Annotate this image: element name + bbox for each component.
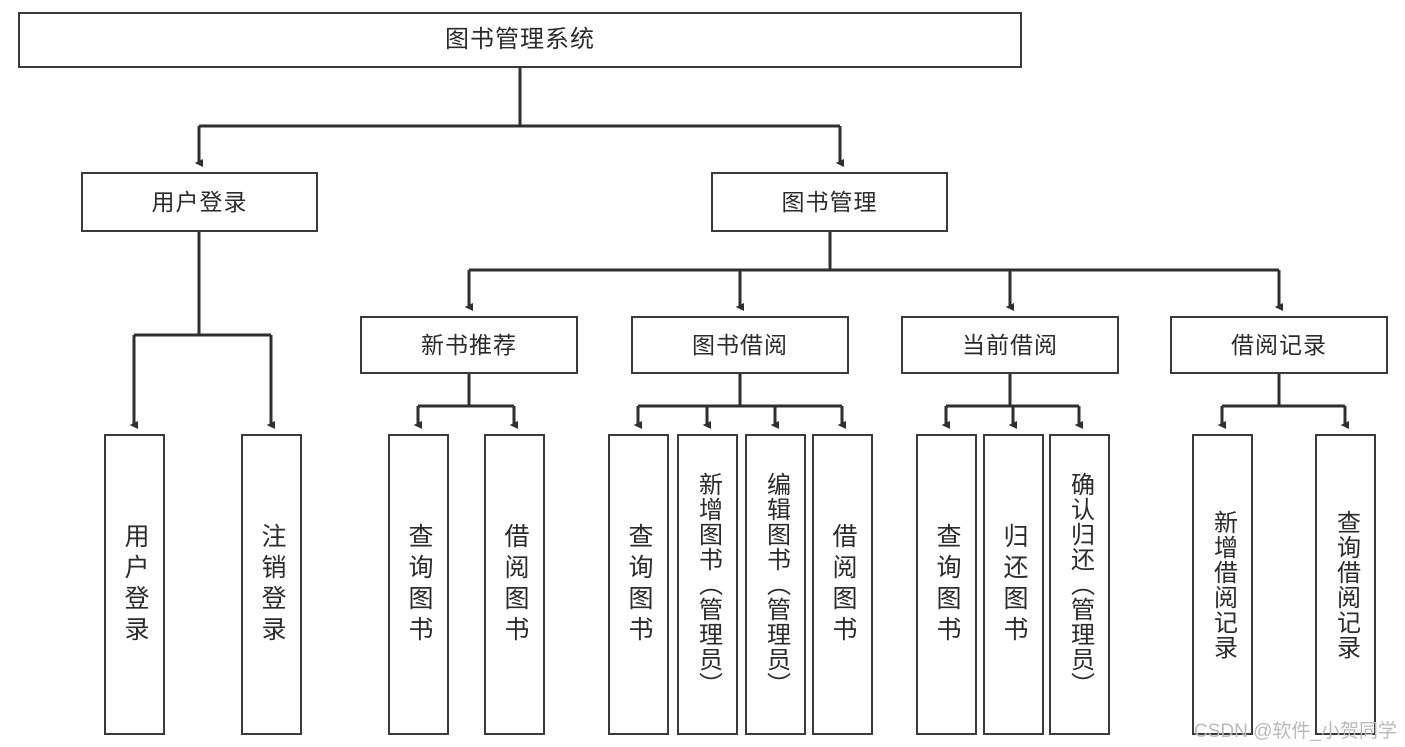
leaf-recommend-query-book[interactable]: 查询图书 [388, 434, 449, 735]
node-new-book-recommend[interactable]: 新书推荐 [360, 316, 578, 374]
node-label: 查询图书 [933, 522, 961, 647]
node-label: 图书借阅 [692, 331, 788, 358]
node-label: 查询图书 [405, 522, 433, 647]
node-label: 用户登录 [121, 522, 149, 647]
leaf-user-login-login[interactable]: 用户登录 [104, 434, 165, 735]
node-label: 当前借阅 [962, 331, 1058, 358]
node-label: 图书管理 [781, 188, 878, 215]
node-borrow-record[interactable]: 借阅记录 [1170, 316, 1388, 374]
node-label: 归还图书 [1000, 522, 1028, 647]
leaf-user-login-logout[interactable]: 注销登录 [241, 434, 302, 735]
node-current-borrow[interactable]: 当前借阅 [901, 316, 1119, 374]
node-book-management[interactable]: 图书管理 [711, 172, 948, 232]
leaf-borrow-borrow-book[interactable]: 借阅图书 [812, 434, 873, 735]
node-label: 确认归还（管理员） [1066, 472, 1094, 697]
leaf-recommend-borrow-book[interactable]: 借阅图书 [484, 434, 545, 735]
node-label: 图书管理系统 [445, 26, 595, 54]
node-label: 注销登录 [258, 522, 286, 647]
node-book-borrow[interactable]: 图书借阅 [631, 316, 849, 374]
node-label: 查询借阅记录 [1332, 509, 1360, 660]
leaf-borrow-add-book-admin[interactable]: 新增图书（管理员） [677, 434, 738, 735]
node-label: 编辑图书（管理员） [762, 472, 790, 697]
node-label: 新书推荐 [421, 331, 517, 358]
node-label: 新增图书（管理员） [694, 472, 722, 697]
node-user-login[interactable]: 用户登录 [81, 172, 318, 232]
node-label: 借阅记录 [1231, 331, 1327, 358]
node-label: 新增借阅记录 [1209, 509, 1237, 660]
leaf-record-query-borrow-record[interactable]: 查询借阅记录 [1315, 434, 1376, 735]
leaf-current-confirm-return-admin[interactable]: 确认归还（管理员） [1049, 434, 1110, 735]
watermark: CSDN @软件_小贺同学 [1194, 721, 1397, 742]
node-label: 用户登录 [151, 188, 248, 215]
node-root-book-management-system[interactable]: 图书管理系统 [18, 12, 1022, 68]
node-label: 查询图书 [625, 522, 653, 647]
leaf-current-return-book[interactable]: 归还图书 [983, 434, 1044, 735]
leaf-borrow-edit-book-admin[interactable]: 编辑图书（管理员） [745, 434, 806, 735]
leaf-record-add-borrow-record[interactable]: 新增借阅记录 [1192, 434, 1253, 735]
node-label: 借阅图书 [829, 522, 857, 647]
leaf-current-query-book[interactable]: 查询图书 [916, 434, 977, 735]
leaf-borrow-query-book[interactable]: 查询图书 [608, 434, 669, 735]
node-label: 借阅图书 [501, 522, 529, 647]
